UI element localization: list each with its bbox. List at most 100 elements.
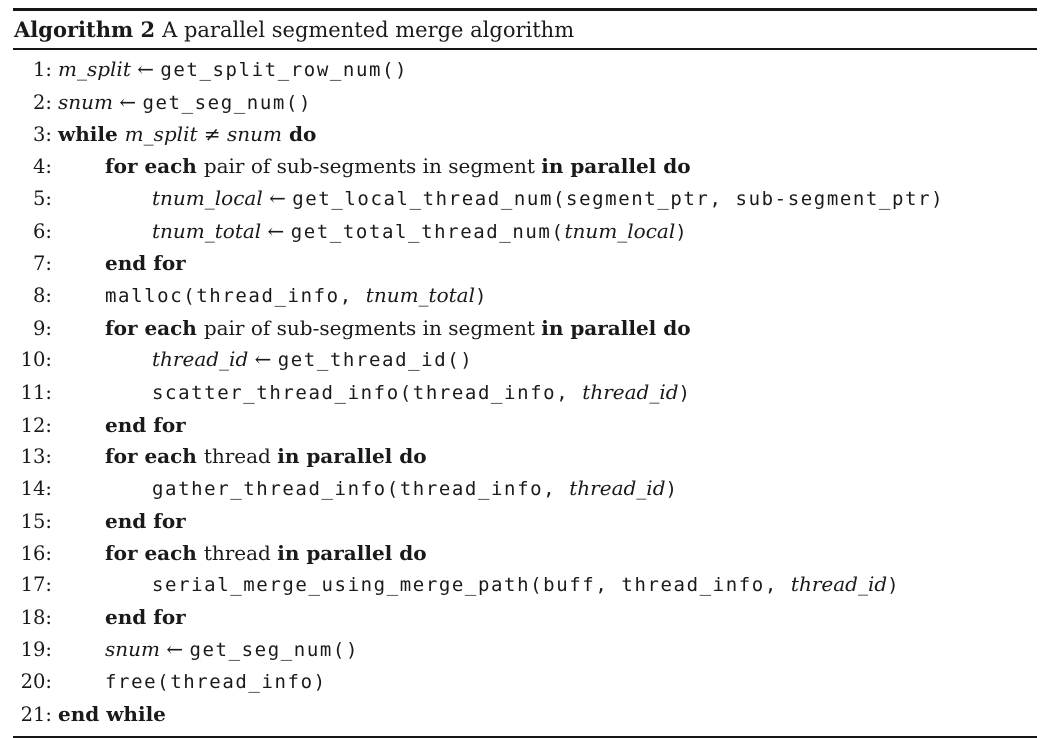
algorithm-caption: A parallel segmented merge algorithm bbox=[162, 18, 575, 42]
algorithm-line-2: 2:snum ← get_seg_num() bbox=[13, 87, 1037, 120]
line-number: 19: bbox=[20, 637, 52, 661]
token-kw: end while bbox=[58, 702, 166, 727]
algorithm-line-6: 6:tnum_total ← get_total_thread_num(tnum… bbox=[13, 216, 1037, 249]
token-plain: thread bbox=[203, 444, 278, 469]
line-content: for each pair of sub-segments in segment… bbox=[58, 313, 691, 345]
line-content: malloc(thread_info, tnum_total) bbox=[58, 280, 488, 313]
line-number: 4: bbox=[33, 155, 52, 179]
token-code: ) bbox=[887, 574, 901, 597]
token-kw: in parallel do bbox=[541, 154, 691, 179]
token-code: get_local_thread_num(segment_ptr, sub-se… bbox=[292, 187, 945, 210]
line-content: serial_merge_using_merge_path(buff, thre… bbox=[58, 569, 900, 602]
line-number: 11: bbox=[20, 381, 52, 405]
token-kw: for each bbox=[105, 444, 204, 469]
line-number: 3: bbox=[33, 123, 52, 147]
line-content: tnum_local ← get_local_thread_num(segmen… bbox=[58, 183, 944, 216]
token-plain: ← bbox=[262, 185, 293, 210]
token-code: malloc(thread_info, bbox=[105, 284, 366, 307]
token-plain: ← bbox=[261, 218, 291, 243]
token-var: tnum_total bbox=[365, 282, 475, 307]
algorithm-line-5: 5:tnum_local ← get_local_thread_num(segm… bbox=[13, 183, 1037, 216]
token-code: get_split_row_num() bbox=[160, 59, 409, 81]
line-content: thread_id ← get_thread_id() bbox=[58, 344, 473, 377]
line-content: snum ← get_seg_num() bbox=[58, 634, 359, 667]
token-var: thread_id bbox=[790, 572, 888, 597]
line-number: 18: bbox=[20, 605, 52, 629]
algorithm-line-10: 10:thread_id ← get_thread_id() bbox=[13, 344, 1037, 377]
token-plain: ← bbox=[160, 636, 190, 661]
algorithm-line-13: 13:for each thread in parallel do bbox=[13, 441, 1037, 473]
token-code: get_total_thread_num( bbox=[290, 220, 565, 243]
token-var: m_split bbox=[58, 57, 131, 81]
token-kw: in parallel do bbox=[277, 444, 427, 469]
line-number: 17: bbox=[20, 573, 52, 597]
token-plain: pair of sub-segments in segment bbox=[203, 154, 542, 179]
token-var: thread_id bbox=[582, 380, 679, 405]
algorithm-line-7: 7:end for bbox=[13, 248, 1037, 280]
token-kw: in parallel do bbox=[541, 315, 691, 340]
token-var: thread_id bbox=[152, 347, 249, 372]
token-var: snum bbox=[227, 122, 282, 147]
line-number: 20: bbox=[20, 670, 52, 694]
line-number: 8: bbox=[33, 283, 52, 307]
token-code: ) bbox=[678, 382, 692, 405]
token-var: tnum_total bbox=[152, 218, 262, 243]
token-kw: for each bbox=[105, 315, 204, 340]
line-content: end for bbox=[58, 602, 186, 634]
token-var: thread_id bbox=[569, 476, 666, 501]
line-number: 21: bbox=[20, 703, 52, 727]
line-number: 13: bbox=[20, 445, 52, 469]
algorithm-line-1: 1: m_split ← get_split_row_num() bbox=[13, 54, 1037, 87]
token-plain: ← bbox=[130, 57, 161, 81]
token-plain: pair of sub-segments in segment bbox=[203, 315, 542, 340]
line-number: 5: bbox=[33, 186, 52, 210]
algorithm-line-9: 9:for each pair of sub-segments in segme… bbox=[13, 313, 1037, 345]
line-content: end for bbox=[58, 506, 186, 538]
token-code: scatter_thread_info(thread_info, bbox=[152, 382, 583, 405]
token-code: ) bbox=[474, 284, 489, 307]
algorithm-line-19: 19:snum ← get_seg_num() bbox=[13, 634, 1037, 667]
token-code: get_seg_num() bbox=[189, 638, 359, 661]
line-content: end for bbox=[58, 248, 186, 280]
token-kw: end for bbox=[105, 508, 186, 533]
token-code: get_thread_id() bbox=[277, 349, 474, 372]
line-number: 1: bbox=[33, 58, 52, 81]
token-kw: for each bbox=[105, 540, 204, 565]
algorithm-line-3: 3:while m_split ≠ snum do bbox=[13, 119, 1037, 151]
algorithm-label: Algorithm 2 bbox=[14, 17, 156, 42]
token-code: free(thread_info) bbox=[105, 671, 327, 694]
algorithm-line-11: 11: scatter_thread_info(thread_info, thre… bbox=[13, 377, 1037, 410]
line-content: end for bbox=[58, 410, 186, 442]
algorithm-line-4: 4:for each pair of sub-segments in segme… bbox=[13, 151, 1037, 183]
line-content: tnum_total ← get_total_thread_num(tnum_l… bbox=[58, 216, 688, 249]
line-content: free(thread_info) bbox=[58, 666, 327, 699]
algorithm-line-16: 16:for each thread in parallel do bbox=[13, 538, 1037, 570]
line-content: end while bbox=[58, 699, 166, 731]
line-content: for each thread in parallel do bbox=[58, 538, 427, 570]
bottom-rule bbox=[13, 735, 1037, 738]
token-var: m_split bbox=[124, 122, 198, 147]
token-kw: end for bbox=[105, 412, 186, 437]
token-kw: end for bbox=[105, 604, 186, 629]
token-kw: end for bbox=[105, 251, 186, 276]
token-code: serial_merge_using_merge_path(buff, thre… bbox=[152, 574, 791, 597]
token-code: ) bbox=[665, 478, 679, 501]
algorithm-line-15: 15:end for bbox=[13, 506, 1037, 538]
line-content: while m_split ≠ snum do bbox=[58, 119, 316, 151]
line-content: gather_thread_info(thread_info, thread_i… bbox=[58, 473, 679, 506]
token-var: tnum_local bbox=[564, 218, 676, 243]
line-number: 12: bbox=[20, 413, 52, 437]
token-code: gather_thread_info(thread_info, bbox=[152, 478, 570, 501]
line-content: for each pair of sub-segments in segment… bbox=[58, 151, 691, 183]
algorithm-line-21: 21:end while bbox=[13, 699, 1037, 731]
token-plain: ← bbox=[113, 89, 143, 114]
algorithm-line-12: 12: end for bbox=[13, 410, 1037, 442]
token-var: snum bbox=[105, 636, 160, 661]
token-code: get_seg_num() bbox=[142, 91, 312, 114]
line-content: snum ← get_seg_num() bbox=[58, 87, 312, 120]
algorithm-line-14: 14:gather_thread_info(thread_info, threa… bbox=[13, 473, 1037, 506]
token-kw: in parallel do bbox=[277, 540, 427, 565]
algorithm-line-17: 17: serial_merge_using_merge_path(buff, t… bbox=[13, 569, 1037, 602]
line-content: for each thread in parallel do bbox=[58, 441, 427, 473]
